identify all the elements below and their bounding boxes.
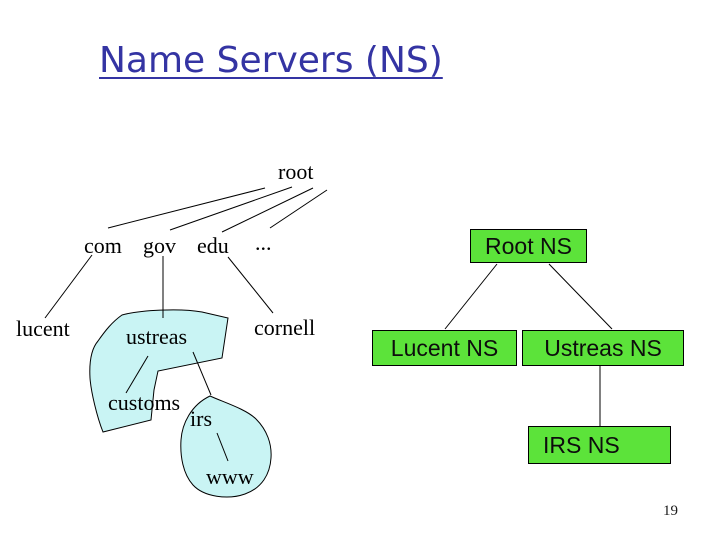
edge-root-ellipsis	[269, 189, 328, 229]
tree-node-edu: edu	[197, 233, 229, 258]
ns-box-ustreas: Ustreas NS	[522, 330, 684, 366]
edge-root-gov	[169, 186, 293, 231]
tree-node-root: root	[278, 159, 314, 184]
tree-node-ustreas: ustreas	[126, 324, 188, 349]
ns-box-root: Root NS	[470, 229, 587, 263]
edge-ustreas-customs	[125, 355, 149, 394]
tree-node-customs: customs	[108, 390, 181, 415]
page-number: 19	[663, 503, 678, 519]
ustreas-zone-shape	[89, 309, 229, 433]
edge-rootns-lucentns	[444, 263, 498, 330]
edge-edu-cornell	[227, 256, 274, 314]
edge-irs-www	[216, 432, 229, 462]
ns-edges	[444, 263, 613, 426]
edge-com-lucent	[44, 254, 93, 319]
edge-rootns-ustreasns	[548, 263, 613, 330]
zone-edges	[125, 351, 229, 462]
ns-box-irs: IRS NS	[528, 426, 671, 464]
tree-node-com: com	[84, 233, 122, 258]
tree-node-cornell: cornell	[254, 315, 316, 340]
tree-node-ellipsis: ...	[255, 230, 272, 255]
edge-ustreas-irs	[192, 351, 212, 396]
tree-node-irs: irs	[190, 406, 212, 431]
tree-node-lucent: lucent	[16, 316, 70, 341]
edge-root-com	[107, 187, 266, 229]
tld-edges	[44, 254, 274, 319]
tree-node-gov: gov	[143, 233, 176, 258]
slide-title: Name Servers (NS)	[99, 40, 443, 81]
edge-root-edu	[221, 187, 314, 233]
root-fanout-edges	[107, 186, 328, 233]
irs-zone-shape	[180, 395, 272, 498]
tree-node-www: www	[206, 464, 254, 489]
ns-box-lucent: Lucent NS	[372, 330, 517, 366]
